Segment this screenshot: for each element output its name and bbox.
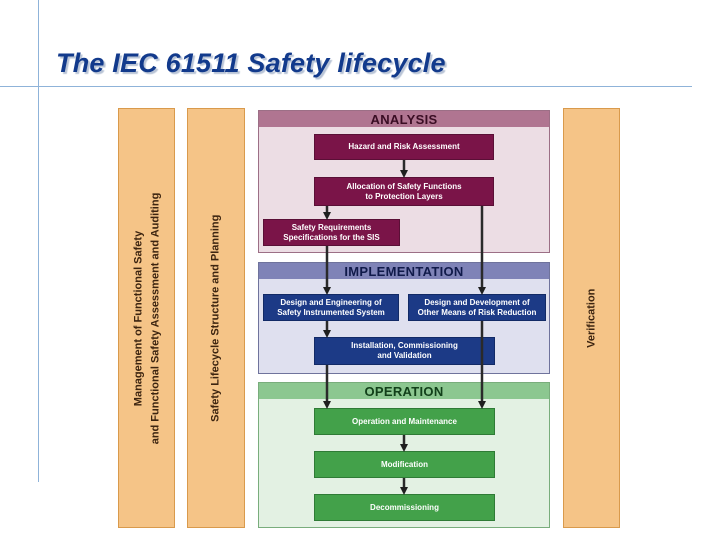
structure-column: Safety Lifecycle Structure and Planning (187, 108, 245, 528)
operation-header: OPERATION (259, 383, 549, 399)
verification-column-label: Verification (585, 288, 598, 348)
hazard-risk-assessment-label: Hazard and Risk Assessment (348, 142, 460, 151)
implementation-header: IMPLEMENTATION (259, 263, 549, 279)
design-engineering-sis-box: Design and Engineering of Safety Instrum… (263, 294, 399, 321)
management-label-line1: Management of Functional Safety (132, 230, 145, 406)
install-label-line1: Installation, Commissioning (351, 341, 458, 350)
install-label-line2: and Validation (377, 351, 432, 360)
design-other-label-line1: Design and Development of (424, 297, 530, 307)
allocation-safety-functions-box: Allocation of Safety Functions to Protec… (314, 177, 494, 206)
modification-box: Modification (314, 451, 495, 478)
srs-label-line2: Specifications for the SIS (283, 232, 380, 242)
decommissioning-label: Decommissioning (370, 502, 439, 512)
slide-title: The IEC 61511 Safety lifecycle (56, 48, 446, 78)
allocation-label-line1: Allocation of Safety Functions (346, 181, 462, 191)
modification-label: Modification (380, 459, 429, 469)
design-other-label-line2: Other Means of Risk Reduction (417, 307, 537, 317)
safety-requirements-spec-box: Safety Requirements Specifications for t… (263, 219, 400, 246)
operation-maintenance-box: Operation and Maintenance (314, 408, 495, 435)
installation-commissioning-validation-box: Installation, Commissioning and Validati… (314, 337, 495, 365)
design-sis-label-line1: Design and Engineering of (280, 297, 382, 307)
management-label-line2: and Functional Safety Assessment and Aud… (148, 192, 161, 444)
management-column: Management of Functional Safety and Func… (118, 108, 175, 528)
structure-column-label: Safety Lifecycle Structure and Planning (209, 214, 222, 422)
analysis-header: ANALYSIS (259, 111, 549, 127)
slide-horizontal-rule (0, 86, 692, 87)
decommissioning-box: Decommissioning (314, 494, 495, 521)
slide-vertical-rule (38, 0, 39, 482)
operation-maintenance-label: Operation and Maintenance (352, 416, 457, 426)
allocation-label-line2: to Protection Layers (365, 191, 443, 201)
design-development-other-means-box: Design and Development of Other Means of… (408, 294, 546, 321)
management-column-label: Management of Functional Safety and Func… (130, 192, 163, 444)
hazard-risk-assessment-box: Hazard and Risk Assessment (314, 134, 494, 160)
verification-column: Verification (563, 108, 620, 528)
design-sis-label-line2: Safety Instrumented System (277, 307, 385, 317)
srs-label-line1: Safety Requirements (291, 222, 372, 232)
